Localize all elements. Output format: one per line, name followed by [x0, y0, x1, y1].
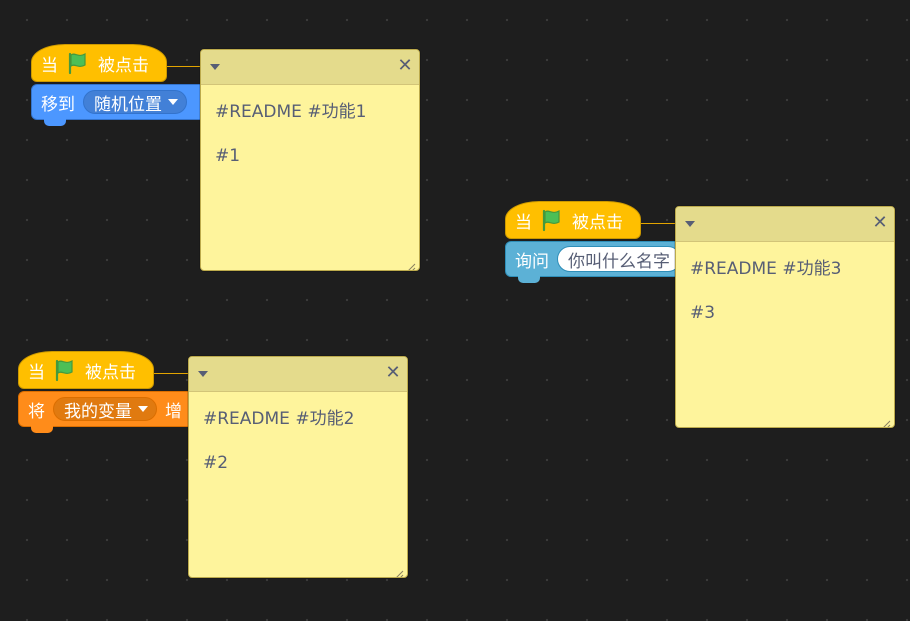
when-flag-clicked-block[interactable]: 当 被点击	[505, 201, 641, 239]
collapse-caret-icon[interactable]	[210, 64, 220, 70]
block-label: 询问	[515, 251, 549, 272]
comment-note-2[interactable]: ✕ #README #功能2 #2	[188, 356, 408, 578]
target-dropdown[interactable]: 随机位置	[83, 90, 187, 115]
when-flag-clicked-block[interactable]: 当 被点击	[31, 44, 167, 82]
hat-suffix: 被点击	[572, 212, 623, 233]
resize-handle-icon[interactable]	[394, 564, 404, 577]
block-nub	[31, 425, 53, 433]
block-trailing-label: 增	[165, 401, 182, 422]
comment-note-3[interactable]: ✕ #README #功能3 #3	[675, 206, 895, 428]
comment-connector	[154, 373, 188, 374]
resize-handle-icon[interactable]	[406, 257, 416, 270]
go-to-block[interactable]: 移到 随机位置	[31, 84, 211, 126]
comment-text[interactable]: #README #功能3 #3	[690, 259, 842, 323]
collapse-caret-icon[interactable]	[198, 371, 208, 377]
comment-connector	[641, 223, 675, 224]
hat-suffix: 被点击	[85, 362, 136, 383]
close-icon[interactable]: ✕	[397, 55, 413, 76]
question-input[interactable]: 你叫什么名字	[557, 246, 681, 272]
when-flag-clicked-block[interactable]: 当 被点击	[18, 351, 154, 389]
comment-header[interactable]: ✕	[201, 50, 419, 85]
hat-prefix: 当	[28, 362, 45, 383]
chevron-down-icon	[138, 406, 148, 412]
green-flag-icon	[540, 208, 564, 232]
hat-prefix: 当	[515, 212, 532, 233]
comment-header[interactable]: ✕	[189, 357, 407, 392]
ask-and-wait-block[interactable]: 询问 你叫什么名字	[505, 241, 685, 283]
close-icon[interactable]: ✕	[872, 212, 888, 233]
dropdown-value: 随机位置	[94, 94, 162, 115]
variable-dropdown[interactable]: 我的变量	[53, 397, 157, 422]
green-flag-icon	[66, 51, 90, 75]
comment-header[interactable]: ✕	[676, 207, 894, 242]
resize-handle-icon[interactable]	[881, 414, 891, 427]
green-flag-icon	[53, 358, 77, 382]
block-label: 将	[28, 401, 45, 422]
comment-text[interactable]: #README #功能2 #2	[203, 409, 355, 473]
dropdown-value: 我的变量	[64, 401, 132, 422]
chevron-down-icon	[168, 99, 178, 105]
change-variable-block[interactable]: 将 我的变量 增	[18, 391, 198, 433]
comment-connector	[167, 66, 201, 67]
block-nub	[518, 275, 540, 283]
hat-prefix: 当	[41, 55, 58, 76]
comment-note-1[interactable]: ✕ #README #功能1 #1	[200, 49, 420, 271]
close-icon[interactable]: ✕	[385, 362, 401, 383]
block-nub	[44, 118, 66, 126]
block-label: 移到	[41, 94, 75, 115]
hat-suffix: 被点击	[98, 55, 149, 76]
collapse-caret-icon[interactable]	[685, 221, 695, 227]
comment-text[interactable]: #README #功能1 #1	[215, 102, 367, 166]
